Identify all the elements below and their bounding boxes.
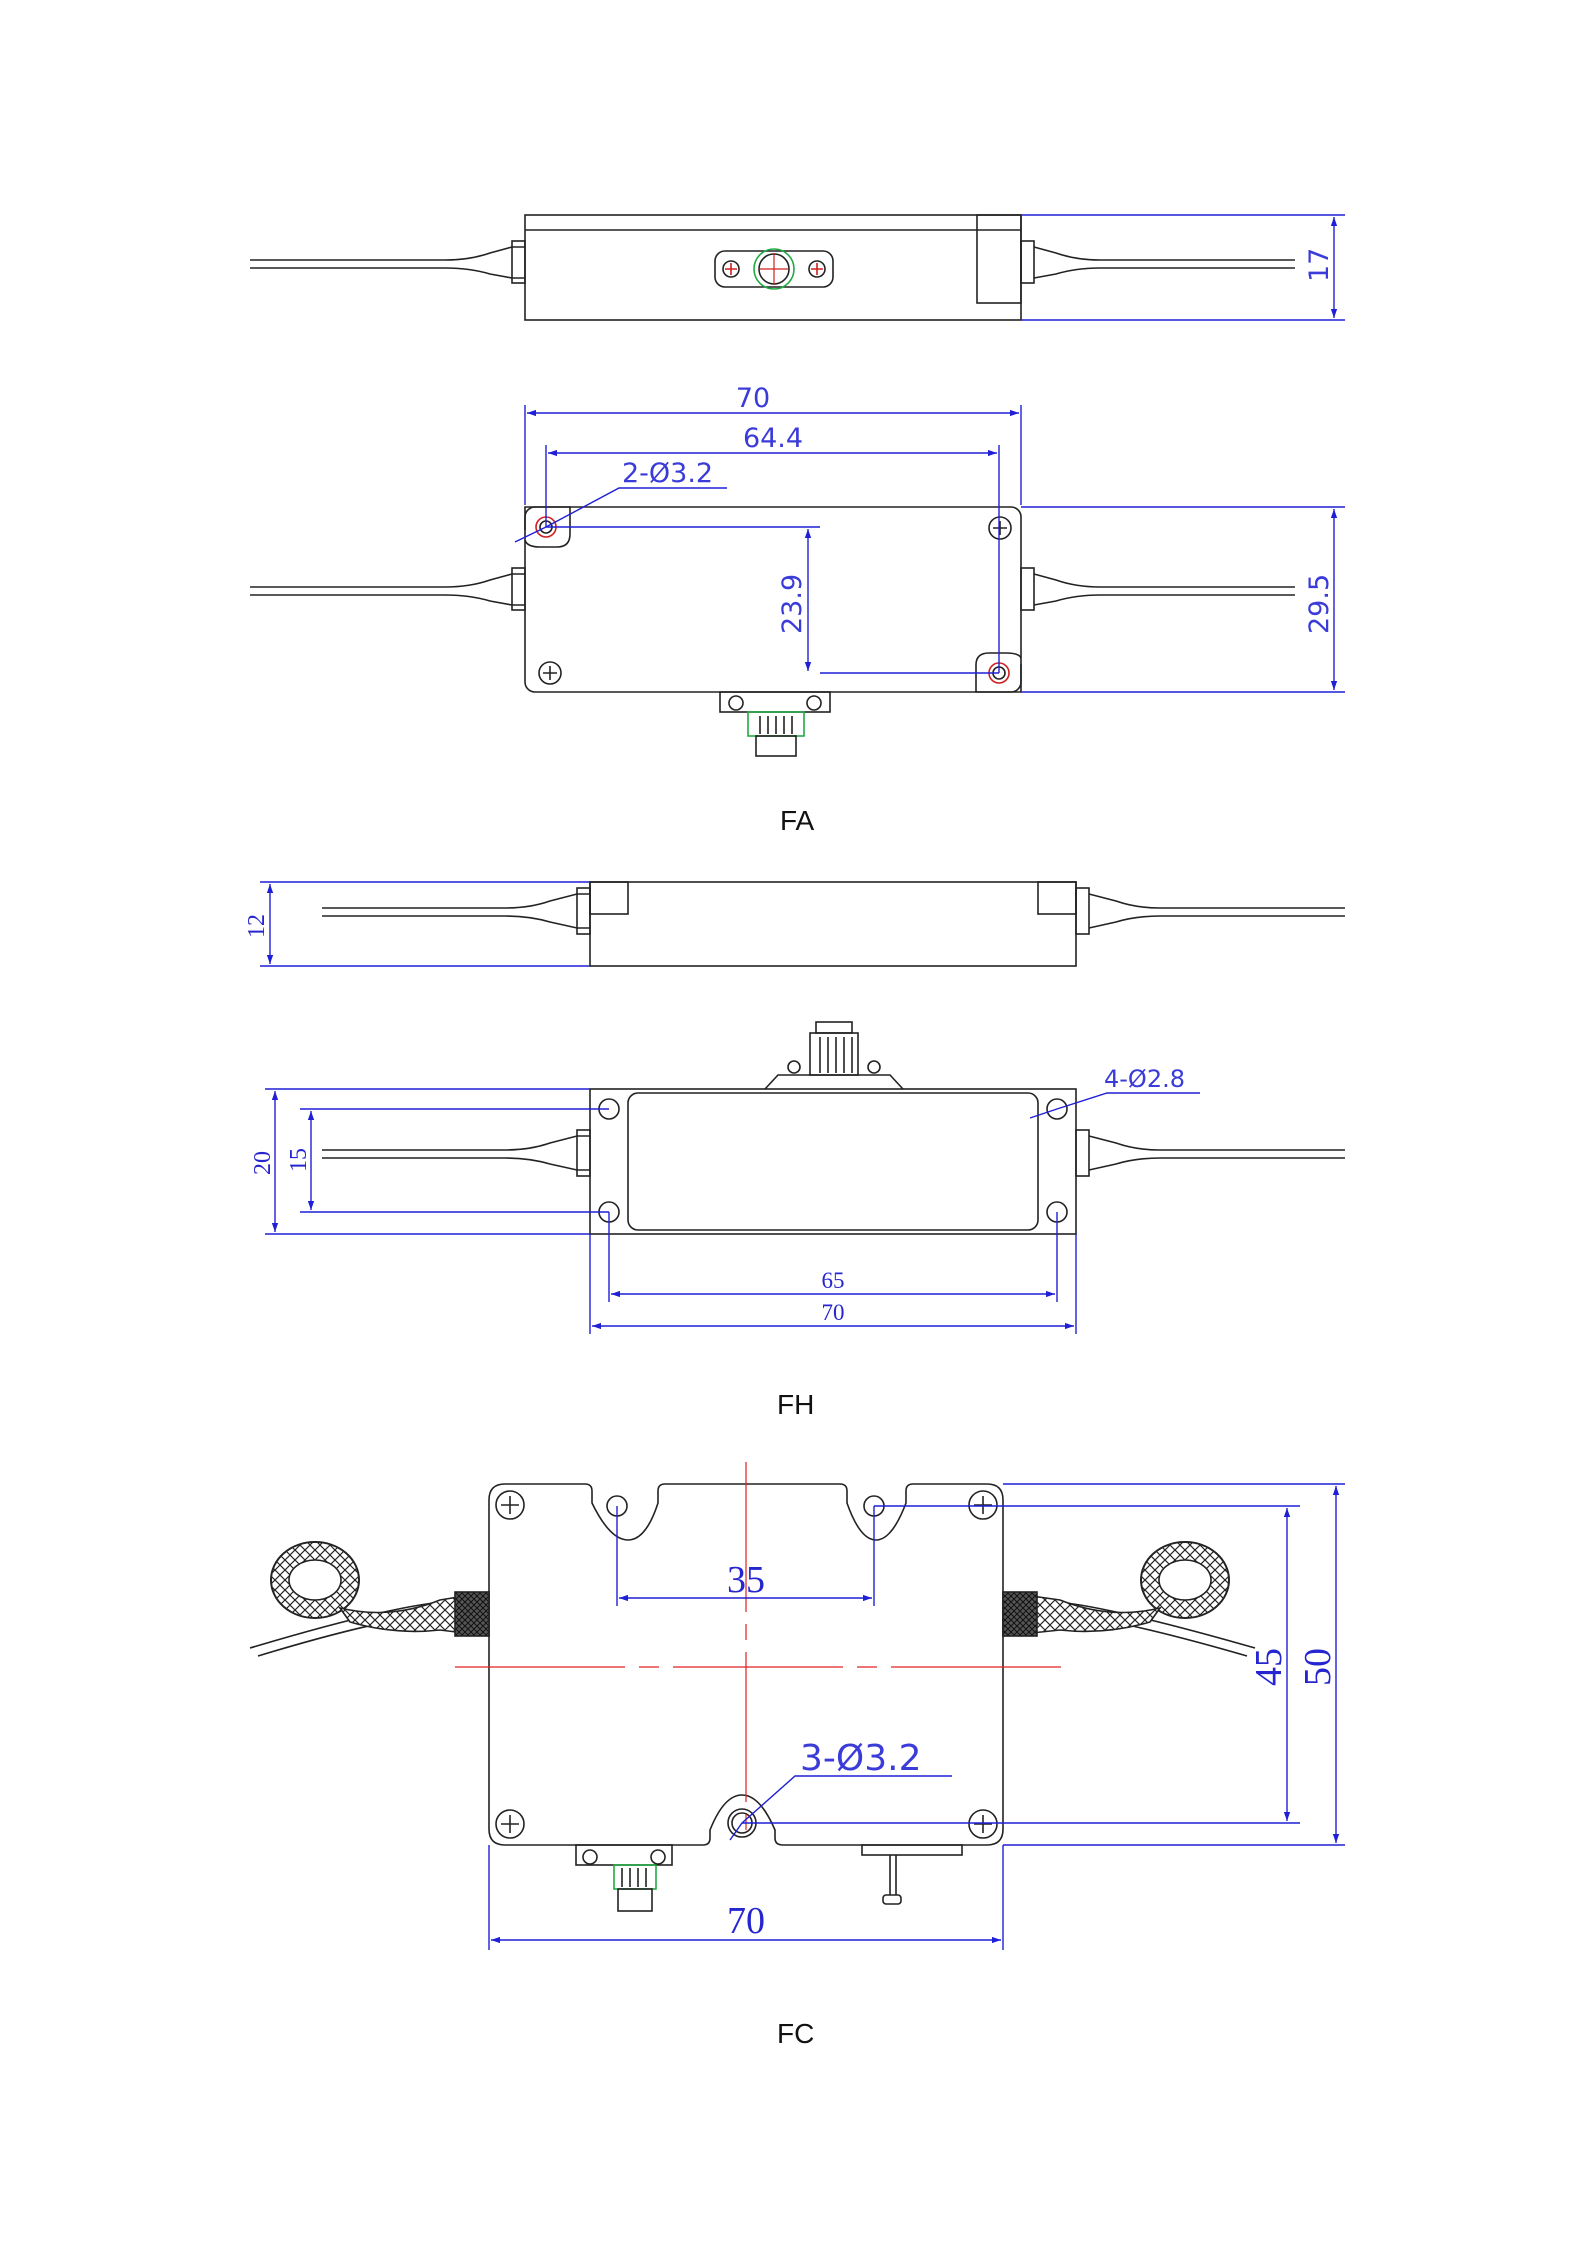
fh-outer-width-label: 20 xyxy=(250,1151,276,1175)
fh-inner-width-label: 15 xyxy=(286,1148,312,1172)
fh-front-connector xyxy=(764,1021,904,1090)
fa-front-dimensions xyxy=(514,405,1345,693)
fh-front-right-fiber xyxy=(1088,1135,1345,1171)
fa-top-screw-right xyxy=(808,260,826,278)
fc-body-outline xyxy=(488,1483,1004,1846)
fh-side-right-fiber xyxy=(1088,893,1345,929)
fa-top-right-fiber xyxy=(1033,246,1295,279)
fa-length-label: 70 xyxy=(736,383,770,414)
fh-front-view xyxy=(322,1021,1345,1235)
fc-pin xyxy=(861,1844,963,1905)
fh-side-dimensions xyxy=(260,881,590,967)
fh-hole-tr xyxy=(1046,1098,1068,1120)
fa-top-screw-left xyxy=(722,260,740,278)
fh-hole-callout: 4-Ø2.8 xyxy=(1104,1065,1185,1093)
fc-screw-tr xyxy=(968,1490,998,1520)
fh-length-label: 70 xyxy=(822,1300,845,1325)
fh-front-window xyxy=(627,1092,1039,1231)
fc-screw-br xyxy=(968,1809,998,1839)
fh-height-label: 12 xyxy=(244,914,270,938)
fa-top-dimensions xyxy=(1021,214,1345,321)
fc-screw-tl xyxy=(495,1490,525,1520)
fa-front-screw-bl xyxy=(538,661,562,685)
fa-front-connector xyxy=(719,691,831,757)
fh-hole-span-label: 65 xyxy=(822,1268,845,1293)
fc-center-lines xyxy=(455,1462,1070,1840)
fc-connector xyxy=(575,1844,673,1912)
fh-front-dimensions xyxy=(265,1088,1200,1334)
fc-left-fiber xyxy=(249,1541,490,1657)
fa-front-left-fiber xyxy=(250,573,525,606)
fh-side-left-fiber xyxy=(322,893,590,929)
fa-hole-vertical-span-label: 23.9 xyxy=(777,574,808,634)
fa-caption: FA xyxy=(780,805,815,836)
fc-caption: FC xyxy=(777,2018,815,2049)
fc-width-label: 50 xyxy=(1297,1648,1339,1686)
fa-height-label: 17 xyxy=(1304,248,1335,282)
fc-screw-bl xyxy=(495,1809,525,1839)
fh-side-view xyxy=(322,881,1345,967)
fa-top-connector-ring xyxy=(753,248,795,290)
fa-width-label: 29.5 xyxy=(1304,574,1335,634)
fa-top-view xyxy=(250,214,1295,321)
fh-front-left-fiber xyxy=(322,1135,590,1171)
fa-front-body xyxy=(524,506,1022,693)
fa-hole-callout: 2-Ø3.2 xyxy=(622,458,713,489)
fc-hole-span-label: 35 xyxy=(727,1559,765,1601)
fh-caption: FH xyxy=(777,1389,815,1420)
fa-top-end-cap xyxy=(976,214,1022,304)
fa-front-screw-tr xyxy=(988,516,1012,540)
fc-hole-callout: 3-Ø3.2 xyxy=(800,1738,921,1779)
fa-front-right-fiber xyxy=(1033,573,1295,606)
fa-top-connector xyxy=(714,250,834,288)
fc-front-view xyxy=(249,1483,1256,1912)
fh-side-body xyxy=(589,881,1077,967)
fc-right-fiber xyxy=(1002,1541,1256,1657)
fc-dimensions xyxy=(488,1483,1345,1950)
fc-length-label: 70 xyxy=(727,1900,765,1942)
fc-hole-vertical-span-label: 45 xyxy=(1248,1648,1290,1686)
fa-hole-span-label: 64.4 xyxy=(743,423,803,454)
fa-top-left-fiber xyxy=(250,246,525,279)
fa-front-view xyxy=(250,506,1295,757)
fh-front-body xyxy=(589,1088,1077,1235)
